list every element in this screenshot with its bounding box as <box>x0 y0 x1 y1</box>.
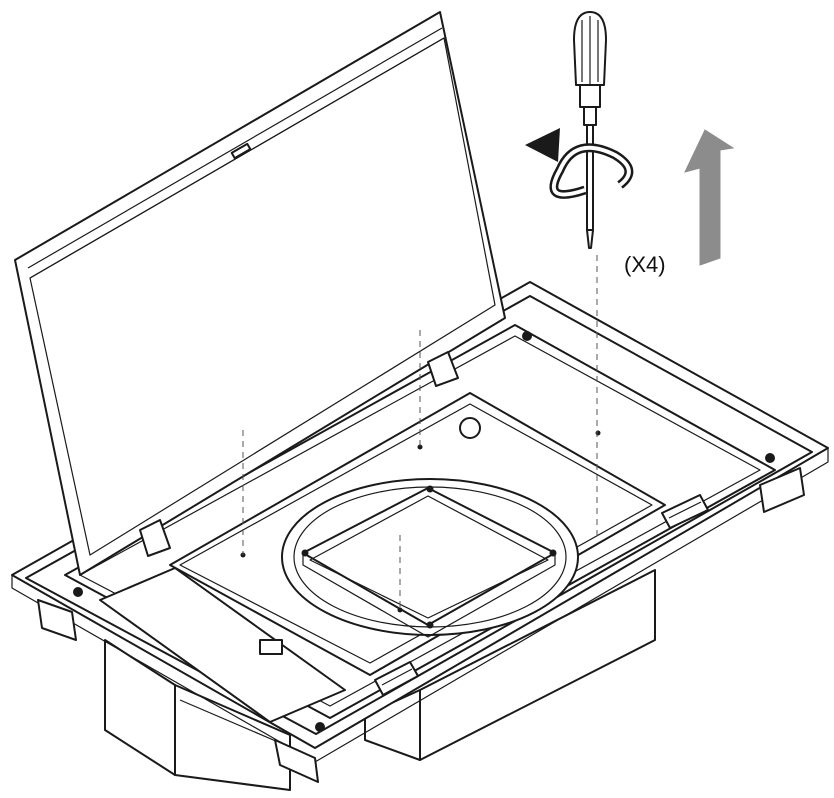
hinge-left <box>139 519 171 557</box>
front-left-panel <box>99 567 346 723</box>
counterclockwise-rotation-icon <box>525 128 634 199</box>
corner-bracket-front <box>274 739 319 783</box>
lid <box>14 11 506 576</box>
latch-pad-right <box>661 494 709 529</box>
hinge-right <box>427 351 459 387</box>
corner-bracket-right <box>759 467 805 513</box>
screwdriver-icon <box>573 11 607 249</box>
latch-pad-front <box>374 661 419 696</box>
corner-bracket-left <box>37 599 77 641</box>
lift-up-arrow-icon <box>684 129 735 266</box>
quantity-label: (X4) <box>624 252 666 277</box>
alignment-lines <box>242 255 598 610</box>
under-box <box>104 569 656 791</box>
